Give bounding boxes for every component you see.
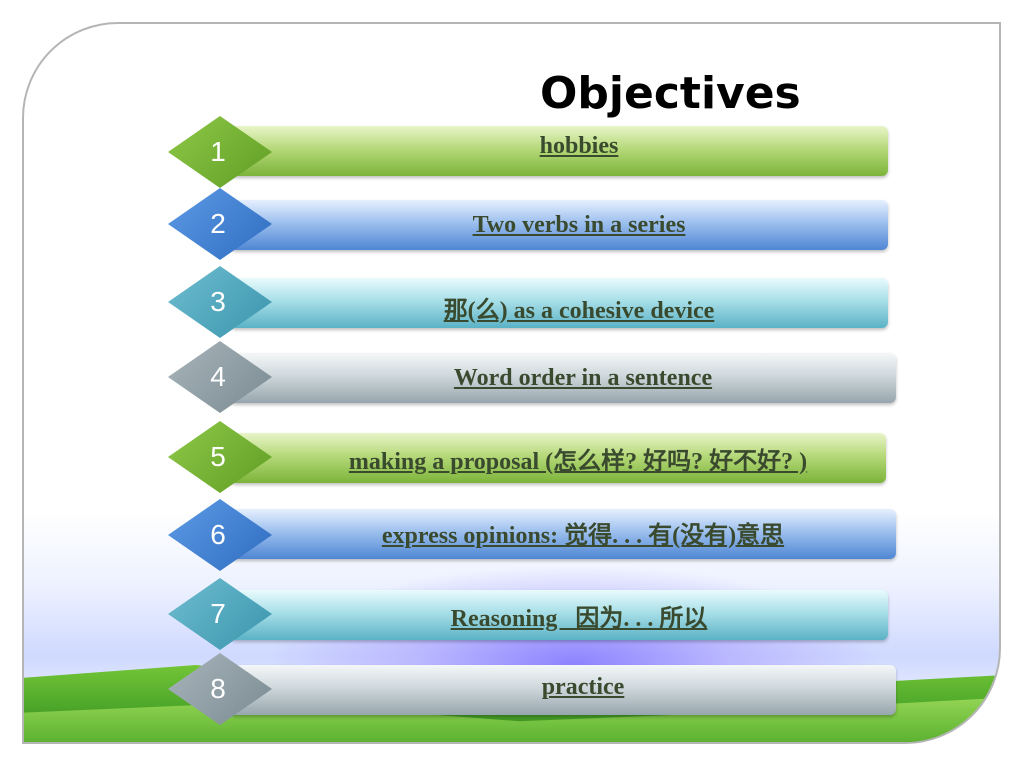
- objective-row-4: Word order in a sentence 4: [168, 341, 896, 413]
- objective-link-practice[interactable]: practice: [541, 673, 625, 700]
- objective-row-3: 那(么) as a cohesive device 3: [168, 266, 888, 338]
- objective-row-6: express opinions: 觉得. . . 有(没有)意思 6: [168, 499, 896, 571]
- objective-bar: hobbies: [230, 126, 888, 176]
- objective-link-reasoning[interactable]: Reasoning 因为. . . 所以: [450, 605, 708, 632]
- objective-link-verbs-series[interactable]: Two verbs in a series: [472, 211, 686, 238]
- objective-number: 4: [210, 361, 226, 392]
- objective-link-cohesive-device[interactable]: 那(么) as a cohesive device: [443, 297, 715, 324]
- objective-link-proposal[interactable]: making a proposal (怎么样? 好吗? 好不好? ): [348, 448, 808, 475]
- objective-number: 8: [210, 673, 226, 704]
- objective-bar: Word order in a sentence: [230, 353, 896, 403]
- objective-row-7: Reasoning 因为. . . 所以 7: [168, 578, 888, 650]
- objective-number: 1: [210, 136, 226, 167]
- objective-bar: Reasoning 因为. . . 所以: [230, 590, 888, 640]
- objective-bar: 那(么) as a cohesive device: [230, 278, 888, 328]
- objective-bar: Two verbs in a series: [230, 200, 888, 250]
- slide-title: Objectives: [540, 68, 801, 119]
- objective-link-opinions[interactable]: express opinions: 觉得. . . 有(没有)意思: [381, 522, 785, 549]
- objective-row-8: practice 8: [168, 653, 896, 725]
- objective-number: 2: [210, 208, 226, 239]
- objective-bar: making a proposal (怎么样? 好吗? 好不好? ): [230, 433, 886, 483]
- objective-number: 5: [210, 441, 226, 472]
- objective-number: 3: [210, 286, 226, 317]
- objective-number: 7: [210, 598, 226, 629]
- objective-row-5: making a proposal (怎么样? 好吗? 好不好? ) 5: [168, 421, 886, 493]
- objective-bar: express opinions: 觉得. . . 有(没有)意思: [230, 509, 896, 559]
- objective-row-2: Two verbs in a series 2: [168, 188, 888, 260]
- objective-link-word-order[interactable]: Word order in a sentence: [453, 364, 713, 391]
- objective-number: 6: [210, 519, 226, 550]
- objective-link-hobbies[interactable]: hobbies: [539, 132, 619, 159]
- objective-row-1: hobbies 1: [168, 116, 888, 188]
- objective-bar: practice: [230, 665, 896, 715]
